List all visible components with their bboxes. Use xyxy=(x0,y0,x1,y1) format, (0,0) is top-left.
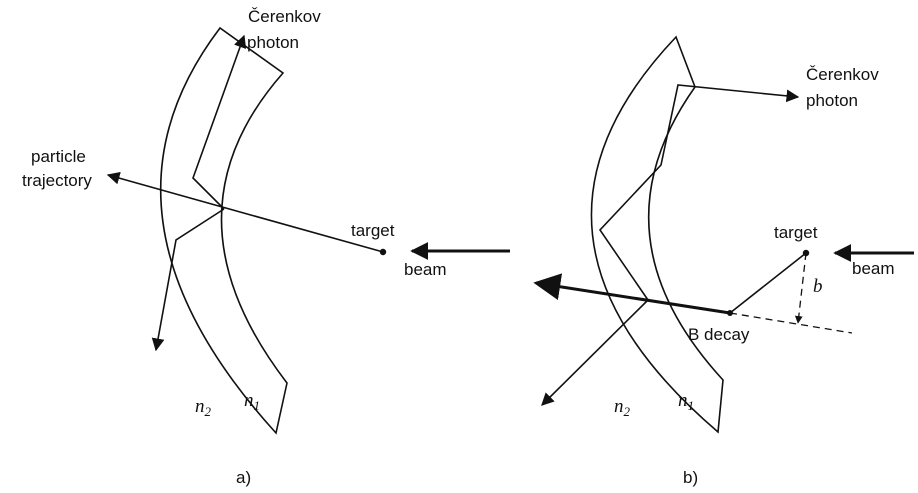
decay-label: B decay xyxy=(688,325,750,344)
panel-b: Čerenkov photon target beam b B decay n2… xyxy=(533,35,914,487)
photon-label-b-line1: Čerenkov xyxy=(806,65,879,84)
b-flight-path xyxy=(729,252,807,314)
panel-a: Čerenkov photon particle trajectory targ… xyxy=(22,7,510,487)
photon-path-down-b xyxy=(541,299,649,406)
photon-label-a-line1: Čerenkov xyxy=(248,7,321,26)
beam-label-a: beam xyxy=(404,260,447,279)
trajectory-extension xyxy=(729,312,853,334)
refractive-index-n2-b: n2 xyxy=(614,396,631,419)
photon-label-a-line2: photon xyxy=(247,33,299,52)
photon-label-b-line2: photon xyxy=(806,91,858,110)
target-point-b xyxy=(802,249,810,257)
decay-vertex xyxy=(727,310,733,316)
photon-path-up-a xyxy=(192,34,247,210)
particle-trajectory-b xyxy=(533,273,731,315)
caption-b: b) xyxy=(683,468,698,487)
photon-path-down-a xyxy=(151,208,225,352)
radiator-shell-b xyxy=(590,35,724,434)
impact-parameter-arrow xyxy=(794,252,807,324)
particle-label-line1: particle xyxy=(31,147,86,166)
caption-a: a) xyxy=(236,468,251,487)
particle-label-line2: trajectory xyxy=(22,171,92,190)
refractive-index-n1-b: n1 xyxy=(678,390,694,413)
target-label-a: target xyxy=(351,221,395,240)
refractive-index-n1-a: n1 xyxy=(244,390,260,413)
target-point-a xyxy=(379,248,387,256)
radiator-shell-a xyxy=(159,26,288,435)
refractive-index-n2-a: n2 xyxy=(195,396,212,419)
target-label-b: target xyxy=(774,223,818,242)
impact-parameter-label: b xyxy=(813,276,823,297)
photon-path-up-b xyxy=(598,84,800,301)
particle-trajectory-a xyxy=(106,171,384,253)
beam-label-b: beam xyxy=(852,259,895,278)
